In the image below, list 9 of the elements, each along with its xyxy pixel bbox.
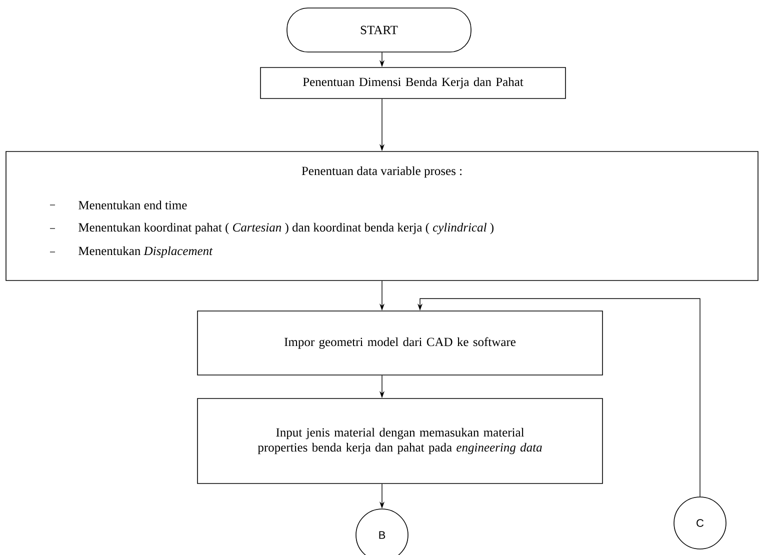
process-box: Impor geometri model dari CAD ke software — [197, 310, 603, 376]
list-item: Menentukan koordinat pahat ( Cartesian ) dan koordinat benda kerja ( cylindrical ) — [78, 222, 494, 234]
process-box: Input jenis material dengan memasukan material properties benda kerja dan pahat pada engineering data — [197, 398, 603, 484]
list-item: Menentukan end time — [78, 200, 187, 210]
terminal-box: START — [286, 8, 472, 52]
list-item: Menentukan Displacement — [78, 246, 213, 258]
process-box: Penentuan Dimensi Benda Kerja dan Pahat — [260, 67, 566, 99]
process-box — [6, 151, 758, 281]
heading-text: Penentuan data variable proses : — [302, 166, 462, 178]
